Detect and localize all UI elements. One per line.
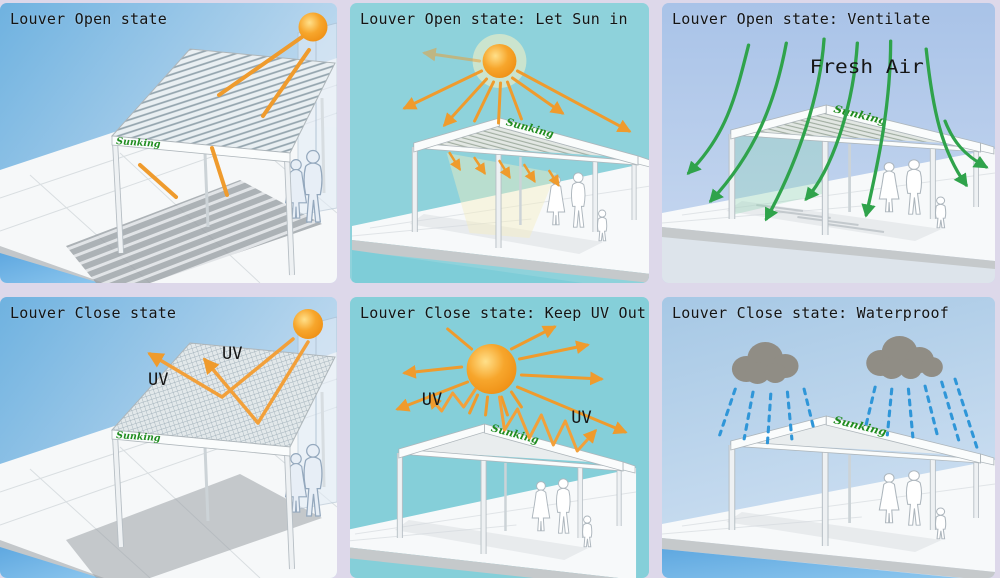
sun-rays bbox=[395, 325, 628, 435]
let-sun-in-illustration: Sunking bbox=[350, 3, 649, 283]
pergola: Sunking bbox=[110, 48, 336, 276]
fresh-air-arrows bbox=[686, 37, 989, 222]
fresh-air-label: Fresh Air bbox=[810, 55, 924, 78]
sun-icon bbox=[482, 44, 517, 78]
uv-label-2: UV bbox=[148, 370, 168, 390]
water bbox=[0, 253, 100, 283]
front-beam bbox=[111, 429, 291, 457]
cloud-icon bbox=[731, 342, 799, 384]
sun-rays bbox=[138, 35, 311, 199]
water bbox=[662, 549, 960, 578]
sun-icon bbox=[298, 12, 328, 42]
panel-title: Louver Close state: Waterproof bbox=[672, 304, 949, 322]
panel-title: Louver Open state: Ventilate bbox=[672, 10, 931, 28]
panel-title: Louver Open state bbox=[10, 10, 167, 28]
panel-title: Louver Close state: Keep UV Out bbox=[360, 304, 647, 322]
uv-bounce-rays bbox=[427, 387, 598, 453]
uv-bounce-rays bbox=[147, 337, 310, 425]
sun-icon bbox=[293, 309, 323, 339]
curb bbox=[0, 540, 104, 578]
curb bbox=[0, 246, 104, 283]
lower-ground bbox=[662, 237, 995, 283]
cloud-icon bbox=[866, 336, 943, 379]
panel-keep-uv-out: Sunking UV UV bbox=[350, 297, 649, 578]
close-state-illustration: Sunking UV UV bbox=[0, 297, 337, 578]
sun-icon bbox=[466, 344, 517, 394]
panel-title: Louver Close state bbox=[10, 304, 177, 322]
uv-label-2: UV bbox=[571, 408, 591, 428]
sun-rays bbox=[402, 47, 632, 133]
brand-label: Sunking bbox=[116, 136, 161, 150]
brand-label: Sunking bbox=[116, 430, 161, 444]
louver-shadow bbox=[66, 180, 322, 283]
panel-let-sun-in: Sunking Louver O bbox=[350, 3, 649, 283]
ventilate-illustration: Sunking Fresh Air bbox=[662, 3, 995, 283]
rain bbox=[718, 377, 980, 454]
panel-louver-close-state: Sunking UV UV Louver Close state bbox=[0, 297, 337, 578]
uv-label-1: UV bbox=[422, 390, 442, 410]
panel-ventilate: Sunking Fresh Air Louver Open state: Ven… bbox=[662, 3, 995, 283]
panel-title: Louver Open state: Let Sun in bbox=[360, 10, 628, 28]
back-post bbox=[320, 97, 326, 194]
open-state-illustration: Sunking bbox=[0, 3, 337, 283]
panel-waterproof: Sunking L bbox=[662, 297, 995, 578]
back-post bbox=[320, 391, 326, 488]
solid-shadow bbox=[66, 474, 322, 578]
sun-rays-through-roof bbox=[448, 151, 560, 187]
uv-label-1: UV bbox=[222, 344, 242, 364]
front-beam bbox=[111, 135, 291, 163]
waterproof-illustration: Sunking bbox=[662, 297, 995, 578]
water bbox=[0, 547, 100, 578]
panel-louver-open-state: Sunking Louver Open state bbox=[0, 3, 337, 283]
pergola: Sunking bbox=[662, 103, 995, 283]
keep-uv-out-illustration: Sunking UV UV bbox=[350, 297, 649, 578]
